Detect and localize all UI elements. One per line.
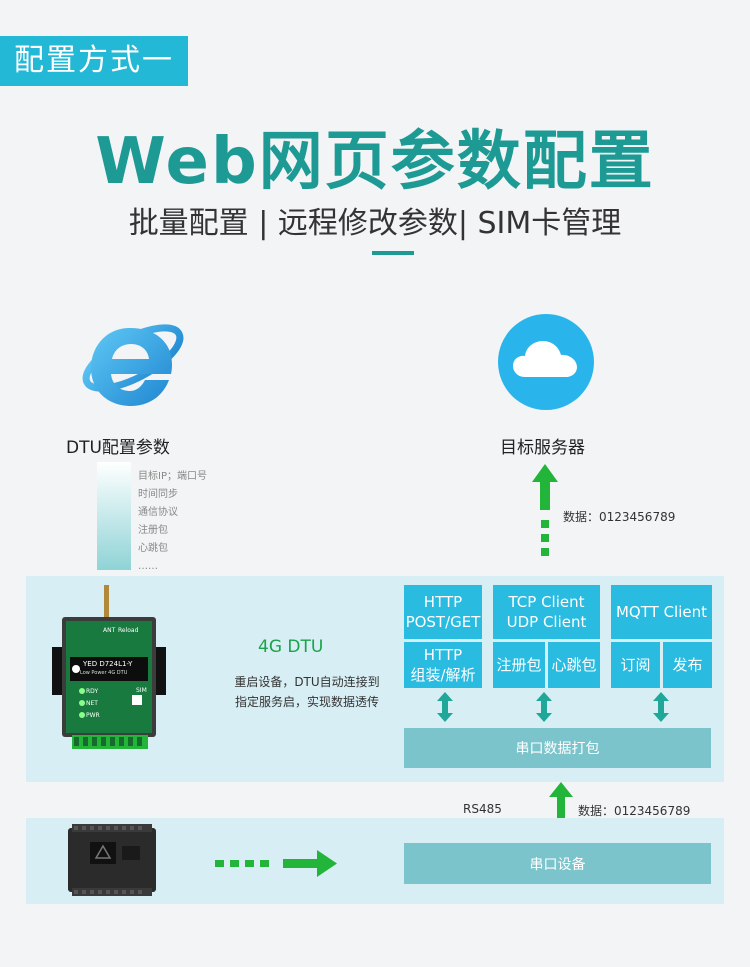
right-arrow-icon (215, 850, 337, 877)
ie-browser-icon (82, 324, 184, 406)
box-line: HTTP (423, 646, 463, 664)
server-data-label: 数据：0123456789 (563, 510, 676, 524)
rs485-label: RS485 (463, 802, 502, 816)
double-arrow-icon (536, 692, 552, 722)
page-subtitle: 批量配置 | 远程修改参数| SIM卡管理 (128, 206, 622, 241)
browser-label: DTU配置参数 (66, 438, 170, 458)
double-arrow-icon (653, 692, 669, 722)
dtu-title: 4G DTU (258, 637, 324, 657)
serial-device-bar: 串口设备 (404, 843, 711, 884)
publish-box: 发布 (663, 642, 712, 688)
register-box: 注册包 (493, 642, 545, 688)
heartbeat-box: 心跳包 (548, 642, 600, 688)
sim-label: SIM (136, 687, 147, 694)
box-line: 组装/解析 (410, 666, 476, 684)
config-strip (97, 462, 131, 570)
ant-label: ANT (103, 627, 116, 634)
config-list: 目标IP；端口号 时间同步 通信协议 注册包 心跳包 …… (138, 468, 207, 576)
section-tag: 配置方式一 (0, 36, 188, 86)
box-line: UDP Client (506, 613, 587, 631)
page-title: Web网页参数配置 (95, 125, 655, 199)
serial-data-label: 数据：0123456789 (578, 804, 691, 818)
config-item: 目标IP；端口号 (138, 471, 207, 482)
up-arrow-icon (549, 782, 573, 820)
title-underline (372, 251, 414, 255)
config-item: 注册包 (138, 525, 168, 536)
dtu-desc-line: 重启设备，DTU自动连接到 (234, 675, 380, 689)
http-post-get-box: HTTP POST/GET (404, 585, 482, 639)
cloud-icon (498, 314, 594, 410)
config-item: 心跳包 (138, 543, 168, 554)
plc-device (68, 824, 156, 896)
led-net: NET (86, 700, 98, 707)
config-item: 通信协议 (138, 507, 178, 518)
http-parse-box: HTTP 组装/解析 (404, 642, 482, 688)
device-model: YED D724L1-Y (83, 660, 133, 668)
config-item: 时间同步 (138, 489, 178, 500)
led-rdy: RDY (86, 688, 99, 695)
dtu-description: 重启设备，DTU自动连接到 指定服务启，实现数据透传 (222, 672, 392, 712)
reload-label: Reload (118, 627, 139, 634)
led-pwr: PWR (86, 712, 100, 719)
dtu-desc-line: 指定服务启，实现数据透传 (234, 695, 379, 709)
serial-pack-bar: 串口数据打包 (404, 728, 711, 768)
tcp-udp-box: TCP Client UDP Client (493, 585, 600, 639)
box-line: POST/GET (405, 613, 481, 631)
double-arrow-icon (437, 692, 453, 722)
box-line: TCP Client (508, 593, 585, 611)
box-line: HTTP (423, 593, 463, 611)
subscribe-box: 订阅 (611, 642, 660, 688)
dtu-device (52, 585, 166, 749)
device-sub: Low Power 4G DTU (80, 670, 128, 676)
server-label: 目标服务器 (500, 438, 585, 458)
config-item: …… (138, 561, 158, 572)
mqtt-box: MQTT Client (611, 585, 712, 639)
upload-arrow (532, 464, 558, 556)
